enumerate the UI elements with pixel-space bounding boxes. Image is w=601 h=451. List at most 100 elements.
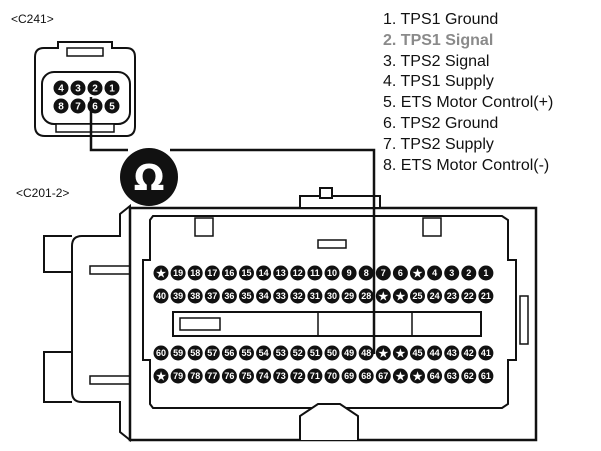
c201-pin: 70 (324, 368, 340, 384)
c201-pin: 7 (375, 265, 391, 281)
c201-label: <C201-2> (16, 186, 70, 200)
c201-pin: 6 (392, 265, 408, 281)
pin-number: 28 (361, 291, 371, 301)
c241-pin: 2 (87, 80, 103, 96)
c201-pin: 51 (307, 345, 323, 361)
pin-legend-item: 7. TPS2 Supply (383, 135, 494, 153)
pin-number: 58 (190, 348, 200, 358)
pin-number: 2 (92, 84, 98, 95)
probe-wire-c241 (89, 97, 128, 152)
pin-number: 8 (58, 102, 64, 113)
pin-number: ★ (395, 371, 405, 383)
c201-pin: 38 (187, 288, 203, 304)
c201-pin: 52 (290, 345, 306, 361)
pin-number: 48 (361, 348, 371, 358)
ohm-symbol: Ω (134, 158, 165, 199)
pin-number: 21 (481, 291, 491, 301)
pin-legend-item: 1. TPS1 Ground (383, 11, 499, 28)
pin-number: ★ (156, 268, 166, 280)
pin-number: 78 (190, 371, 200, 381)
pin-number: 3 (75, 84, 81, 95)
pin-number: 5 (109, 102, 115, 113)
pin-number: 57 (207, 348, 217, 358)
pin-legend-item: 5. ETS Motor Control(+) (383, 94, 554, 112)
pin-number: 79 (173, 371, 183, 381)
c201-pin: 79 (170, 368, 186, 384)
c241-pin: 1 (104, 80, 120, 96)
ohmmeter-icon: Ω (120, 148, 178, 206)
c201-pin: 15 (239, 265, 254, 281)
pin-number: 75 (241, 371, 251, 381)
pin-number: 54 (259, 348, 269, 358)
c201-pin: 57 (204, 345, 220, 361)
pin-number: ★ (378, 291, 388, 303)
pin-number: 60 (156, 348, 166, 358)
c201-pin: 54 (256, 345, 272, 361)
pin-number: 61 (481, 371, 491, 381)
pin-number: 37 (207, 291, 217, 301)
c201-pin: 68 (358, 368, 374, 384)
c201-pin: ★ (375, 345, 391, 361)
c201-pin: 76 (221, 368, 237, 384)
c241-pin: 4 (53, 80, 69, 96)
pin-number: 70 (327, 371, 337, 381)
c201-pin: 23 (444, 288, 460, 304)
c201-pin: 63 (444, 368, 460, 384)
pin-number: 38 (190, 291, 200, 301)
c201-pin: 8 (358, 265, 374, 281)
c201-pin: ★ (410, 265, 425, 281)
pin-number: 1 (483, 268, 488, 278)
pin-number: 1 (109, 84, 115, 95)
c201-pin: 28 (358, 288, 374, 304)
pin-number: 42 (464, 348, 474, 358)
pin-number: 50 (327, 348, 337, 358)
pin-number: 52 (293, 348, 303, 358)
c201-pin: 73 (273, 368, 289, 384)
c201-pin: 60 (153, 345, 169, 361)
pin-number: 15 (241, 268, 251, 278)
c201-pin: ★ (392, 345, 408, 361)
pin-number: 77 (207, 371, 217, 381)
pin-number: 49 (344, 348, 354, 358)
pin-number: 63 (447, 371, 457, 381)
c201-pin: 24 (427, 288, 443, 304)
pin-number: 6 (92, 102, 98, 113)
c201-pin: 35 (239, 288, 254, 304)
pin-legend-item: 3. TPS2 Signal (383, 52, 490, 70)
pin-number: 10 (327, 268, 337, 278)
c201-pin: 33 (273, 288, 289, 304)
pin-legend-item: 6. TPS2 Ground (383, 114, 499, 132)
pin-number: 44 (430, 348, 440, 358)
c201-pin: 18 (187, 265, 203, 281)
c201-pin: 64 (427, 368, 443, 384)
pin-number: 31 (310, 291, 320, 301)
c241-pin: 3 (70, 80, 86, 96)
pin-number: 18 (190, 268, 200, 278)
pin-number: 64 (430, 371, 440, 381)
c201-pin: 36 (221, 288, 237, 304)
c201-pin: 49 (341, 345, 357, 361)
pin-number: 14 (259, 268, 269, 278)
c201-pin: 10 (324, 265, 340, 281)
c201-pin: 42 (461, 345, 477, 361)
pin-number: 56 (224, 348, 234, 358)
c201-pin: 30 (324, 288, 340, 304)
pin-number: 30 (327, 291, 337, 301)
pin-number: ★ (378, 348, 388, 360)
pin-number: 68 (361, 371, 371, 381)
probe-wire-c201 (170, 148, 376, 354)
c201-pin: 75 (239, 368, 254, 384)
pin-number: ★ (413, 268, 423, 280)
pin-number: 4 (432, 268, 437, 278)
pin-number: 22 (464, 291, 474, 301)
c201-pin: 43 (444, 345, 460, 361)
pin-number: 41 (481, 348, 491, 358)
c201-pin: 45 (410, 345, 425, 361)
pin-number: 36 (224, 291, 234, 301)
c201-pin: 2 (461, 265, 477, 281)
c201-pin: 44 (427, 345, 443, 361)
c241-label: <C241> (11, 12, 54, 26)
